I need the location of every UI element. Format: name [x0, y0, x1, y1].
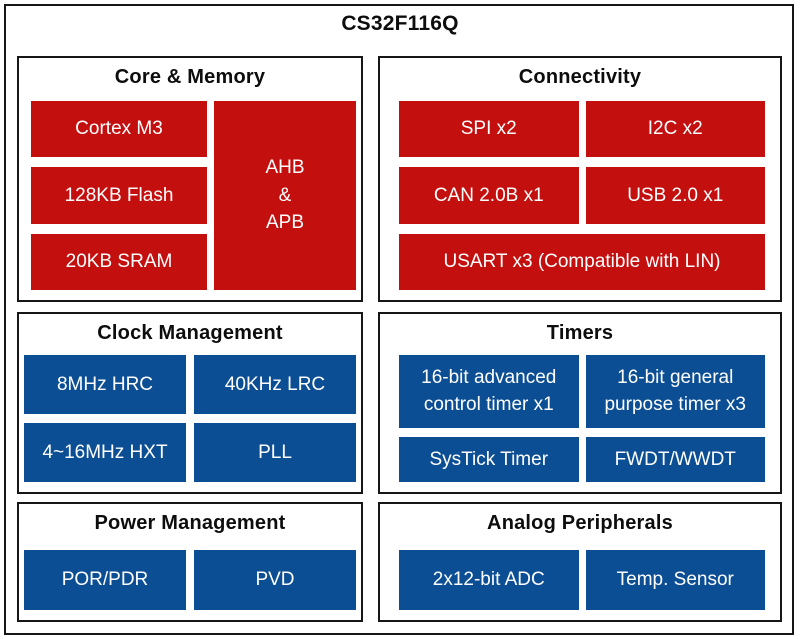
- section-analog-peripherals: Analog Peripherals 2x12-bit ADC Temp. Se…: [378, 502, 782, 622]
- core-memory-blocks: Cortex M3 128KB Flash 20KB SRAM AHB & AP…: [19, 101, 361, 300]
- section-title-analog-peripherals: Analog Peripherals: [487, 512, 673, 534]
- power-management-blocks: POR/PDR PVD: [19, 550, 361, 620]
- block-20kb-sram: 20KB SRAM: [31, 233, 207, 290]
- block-usart: USART x3 (Compatible with LIN): [399, 233, 765, 290]
- block-lrc: 40KHz LRC: [194, 355, 356, 414]
- block-temp-sensor: Temp. Sensor: [585, 550, 765, 610]
- section-title-timers: Timers: [546, 322, 614, 344]
- connectivity-blocks: SPI x2 I2C x2 CAN 2.0B x1 USB 2.0 x1 USA…: [380, 101, 780, 300]
- section-connectivity: Connectivity SPI x2 I2C x2 CAN 2.0B x1 U…: [378, 56, 782, 302]
- block-can: CAN 2.0B x1: [399, 167, 579, 224]
- section-core-memory: Core & Memory Cortex M3 128KB Flash 20KB…: [17, 56, 363, 302]
- clock-management-blocks: 8MHz HRC 40KHz LRC 4~16MHz HXT PLL: [19, 355, 361, 492]
- block-general-purpose-timer: 16-bit general purpose timer x3: [585, 355, 765, 428]
- block-adc: 2x12-bit ADC: [399, 550, 579, 610]
- block-i2c: I2C x2: [585, 101, 765, 158]
- section-title-power-management: Power Management: [94, 512, 286, 534]
- block-fwdt-wwdt: FWDT/WWDT: [585, 436, 765, 482]
- section-title-connectivity: Connectivity: [518, 66, 642, 88]
- section-clock-management: Clock Management 8MHz HRC 40KHz LRC 4~16…: [17, 312, 363, 494]
- analog-peripherals-blocks: 2x12-bit ADC Temp. Sensor: [380, 550, 780, 620]
- block-ahb-apb-bus: AHB & APB: [214, 101, 356, 290]
- section-title-clock-management: Clock Management: [97, 322, 283, 344]
- block-usb: USB 2.0 x1: [585, 167, 765, 224]
- block-advanced-control-timer: 16-bit advanced control timer x1: [399, 355, 579, 428]
- block-hrc: 8MHz HRC: [24, 355, 186, 414]
- block-systick-timer: SysTick Timer: [399, 436, 579, 482]
- block-por-pdr: POR/PDR: [24, 550, 186, 610]
- block-cortex-m3: Cortex M3: [31, 101, 207, 158]
- section-timers: Timers 16-bit advanced control timer x1 …: [378, 312, 782, 494]
- chip-title: CS32F116Q: [341, 12, 459, 35]
- section-power-management: Power Management POR/PDR PVD: [17, 502, 363, 622]
- block-pvd: PVD: [194, 550, 356, 610]
- block-pll: PLL: [194, 423, 356, 482]
- block-128kb-flash: 128KB Flash: [31, 167, 207, 224]
- timers-blocks: 16-bit advanced control timer x1 16-bit …: [380, 355, 780, 492]
- block-hxt: 4~16MHz HXT: [24, 423, 186, 482]
- section-title-core-memory: Core & Memory: [114, 66, 266, 88]
- block-spi: SPI x2: [399, 101, 579, 158]
